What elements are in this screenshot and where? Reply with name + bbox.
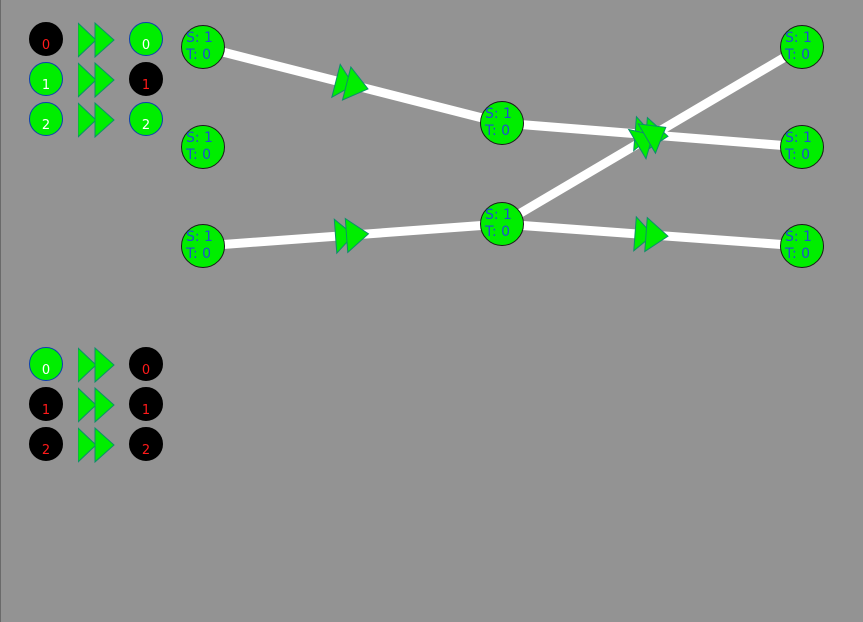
input-indicator-0[interactable]: 0: [29, 22, 63, 56]
node-t-value: T: 0: [485, 123, 511, 139]
edge-direction-arrow-icon: [333, 217, 370, 255]
node-s-value: S: 1: [186, 30, 213, 46]
node-s-value: S: 1: [485, 106, 512, 122]
input-indicator-1[interactable]: 1: [29, 387, 63, 421]
forward-arrow-icon: [78, 347, 115, 383]
output-indicator-0[interactable]: 0: [129, 22, 163, 56]
forward-arrow-icon: [78, 22, 115, 58]
forward-arrow-icon: [78, 102, 115, 138]
node-t-value: T: 0: [785, 47, 811, 63]
output-indicator-1[interactable]: 1: [129, 387, 163, 421]
input-indicator-0[interactable]: 0: [29, 347, 63, 381]
input-indicator-2[interactable]: 2: [29, 427, 63, 461]
forward-arrow-icon: [78, 387, 115, 423]
edge-direction-arrow-icon: [633, 215, 669, 253]
edge-direction-arrow-icon: [627, 123, 667, 161]
output-indicator-2[interactable]: 2: [129, 102, 163, 136]
node-s-value: S: 1: [785, 30, 812, 46]
node-t-value: T: 0: [785, 246, 811, 262]
node-s-value: S: 1: [785, 130, 812, 146]
output-indicator-0[interactable]: 0: [129, 347, 163, 381]
node-t-value: T: 0: [186, 246, 212, 262]
output-indicator-2[interactable]: 2: [129, 427, 163, 461]
node-s-value: S: 1: [186, 130, 213, 146]
output-indicator-1[interactable]: 1: [129, 62, 163, 96]
node-s-value: S: 1: [785, 229, 812, 245]
input-indicator-1[interactable]: 1: [29, 62, 63, 96]
node-s-value: S: 1: [186, 229, 213, 245]
forward-arrow-icon: [78, 62, 115, 98]
node-t-value: T: 0: [186, 147, 212, 163]
node-t-value: T: 0: [485, 224, 511, 240]
input-indicator-2[interactable]: 2: [29, 102, 63, 136]
node-t-value: T: 0: [186, 47, 212, 63]
node-s-value: S: 1: [485, 207, 512, 223]
edge-direction-arrow-icon: [331, 63, 369, 101]
forward-arrow-icon: [78, 427, 115, 463]
left-border: [0, 0, 1, 622]
node-t-value: T: 0: [785, 147, 811, 163]
